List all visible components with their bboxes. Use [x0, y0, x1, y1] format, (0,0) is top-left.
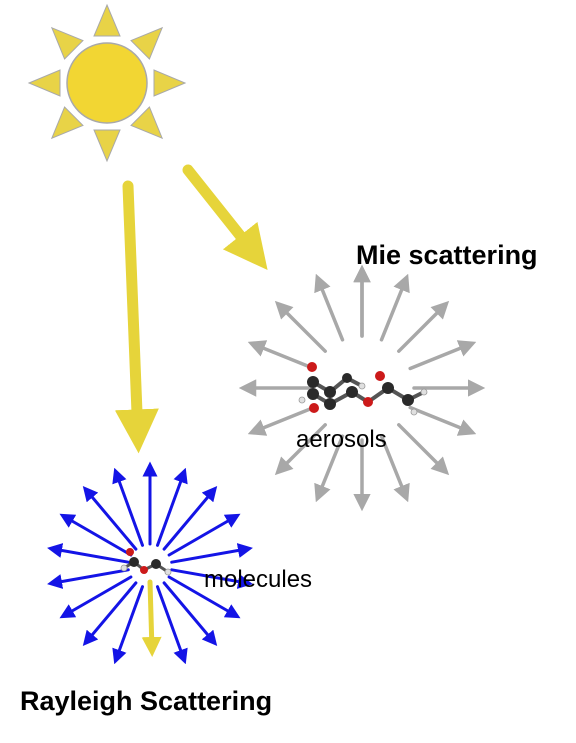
sun-rays [27, 3, 187, 163]
mie-scatter-arrow [247, 405, 316, 436]
oxygen-atom [309, 403, 319, 413]
rayleigh-scatter-arrow [82, 581, 138, 647]
sun-ray [130, 26, 164, 60]
aerosols-label: aerosols [296, 426, 387, 453]
hydrogen-atom [358, 382, 366, 390]
mie-scatter-arrow [379, 273, 410, 342]
rayleigh-scatter-arrow [156, 467, 188, 547]
rayleigh-scatter-arrow [47, 543, 130, 564]
hydrogen-atom [420, 388, 428, 396]
carbon-atom [382, 382, 394, 394]
carbon-atom [402, 394, 414, 406]
mie-scattering-label: Mie scattering [356, 240, 538, 270]
sun-ray [130, 106, 164, 140]
hydrogen-atom [120, 564, 128, 572]
mie-scatter-arrow [408, 405, 477, 436]
rayleigh-scatter-arrow [162, 581, 218, 647]
sun-ray [27, 69, 61, 97]
carbon-atom [324, 398, 336, 410]
sun-ray [93, 129, 121, 163]
transmitted-beam [141, 579, 162, 657]
carbon-atom [342, 373, 352, 383]
rayleigh-scatter-arrow [170, 568, 253, 589]
rayleigh-scattering-label: Rayleigh Scattering [20, 686, 273, 716]
incoming-beam-to-molecules [114, 180, 159, 454]
mie-scatter-arrow [274, 423, 327, 476]
molecules-label: molecules [204, 566, 313, 593]
sun-ray [93, 3, 121, 37]
sun-ray [50, 26, 84, 60]
rayleigh-scatter-arrow [59, 575, 133, 619]
mie-scatter-arrow [397, 423, 450, 476]
hydrogen-atom [298, 396, 306, 404]
oxygen-atom [140, 566, 148, 574]
sun-ray [50, 106, 84, 140]
mie-scatter-arrow [314, 434, 345, 503]
rayleigh-scatter-arrow [59, 513, 133, 557]
hydrogen-atom [410, 408, 418, 416]
oxygen-atom [363, 397, 373, 407]
mie-scatter-arrow [314, 273, 345, 342]
sun-ray [153, 69, 187, 97]
oxygen-atom [126, 548, 134, 556]
carbon-atom [324, 386, 336, 398]
rayleigh-scatter-arrow [82, 485, 138, 551]
mie-scatter-arrow [274, 300, 327, 353]
carbon-atom [129, 557, 139, 567]
carbon-atom [307, 376, 319, 388]
rayleigh-scatter-arrow [170, 543, 253, 564]
rayleigh-scatter-arrow [167, 513, 241, 557]
carbon-atom [151, 559, 161, 569]
hydrogen-atom [164, 568, 172, 576]
rayleigh-scatter-arrow [47, 568, 130, 589]
rayleigh-scatter-arrow [167, 575, 241, 619]
rayleigh-scatter-arrow [162, 485, 218, 551]
carbon-atom [346, 386, 358, 398]
oxygen-atom [375, 371, 385, 381]
gas-molecule-icon [120, 548, 172, 576]
sun-icon [27, 3, 187, 163]
carbon-atom [307, 388, 319, 400]
rayleigh-scatter-arrow [156, 585, 188, 665]
mie-scattered-arrows [238, 264, 486, 512]
rayleigh-scatter-arrow [112, 585, 144, 665]
rayleigh-scattered-arrows [47, 461, 253, 665]
rayleigh-scatter-arrow [112, 467, 144, 547]
mie-scatter-arrow [379, 434, 410, 503]
incoming-beam-to-aerosols [182, 164, 268, 271]
mie-scatter-arrow [397, 300, 450, 353]
sun-disc [66, 42, 148, 124]
oxygen-atom [307, 362, 317, 372]
mie-scatter-arrow [408, 340, 477, 371]
mie-scatter-arrow [247, 340, 316, 371]
aerosol-bond-chain-upper [311, 375, 363, 395]
aerosol-molecule-icon [298, 362, 428, 416]
